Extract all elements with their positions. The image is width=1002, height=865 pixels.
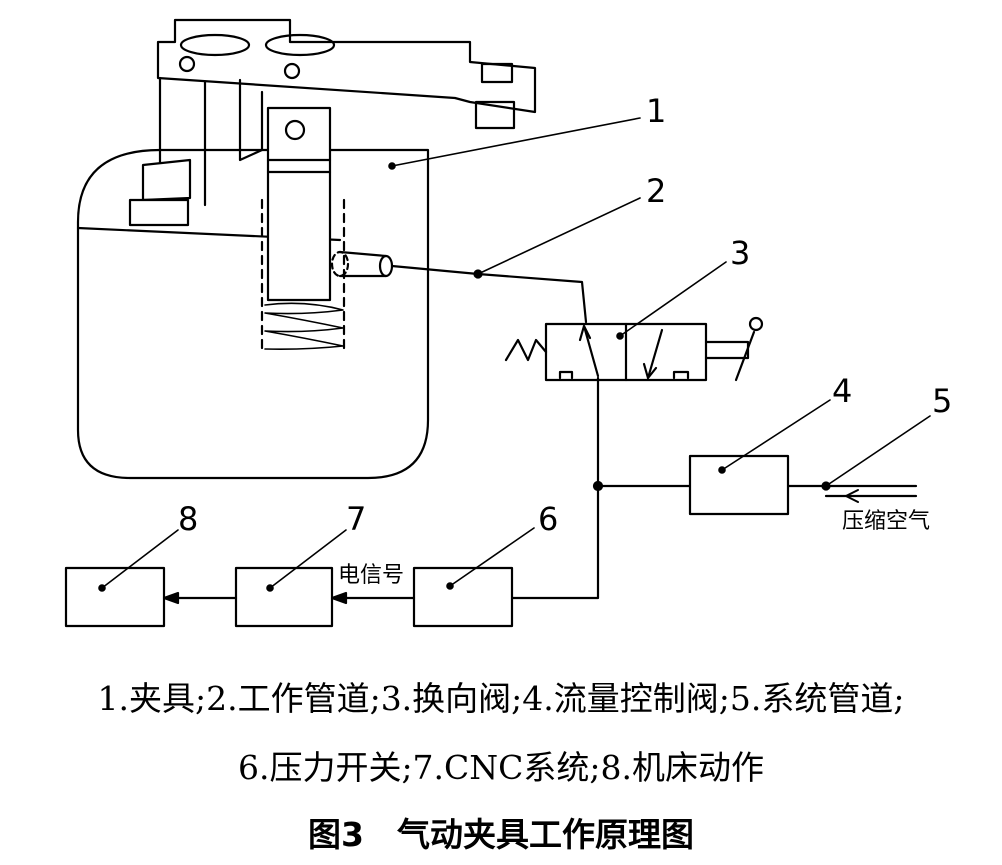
label-7: 7	[346, 500, 366, 538]
machine-action	[64, 566, 166, 628]
label-1: 1	[646, 92, 666, 130]
legend-line-2: 6.压力开关;7.CNC系统;8.机床动作	[237, 748, 765, 787]
fixture-body	[76, 18, 537, 480]
compressed-air-label: 压缩空气	[842, 509, 930, 534]
label-3: 3	[730, 234, 750, 272]
figure-caption: 图3 气动夹具工作原理图	[308, 815, 694, 854]
label-2: 2	[646, 172, 666, 210]
label-8: 8	[178, 500, 198, 538]
legend-line-1: 1.夹具;2.工作管道;3.换向阀;4.流量控制阀;5.系统管道;	[97, 679, 905, 718]
label-6: 6	[538, 500, 558, 538]
flow-control-valve	[688, 454, 790, 516]
system-pipe	[510, 376, 600, 600]
label-4: 4	[832, 372, 852, 410]
directional-valve	[504, 316, 764, 382]
label-5: 5	[932, 382, 952, 420]
electric-signal-label: 电信号	[338, 563, 404, 588]
work-pipe	[390, 264, 588, 324]
